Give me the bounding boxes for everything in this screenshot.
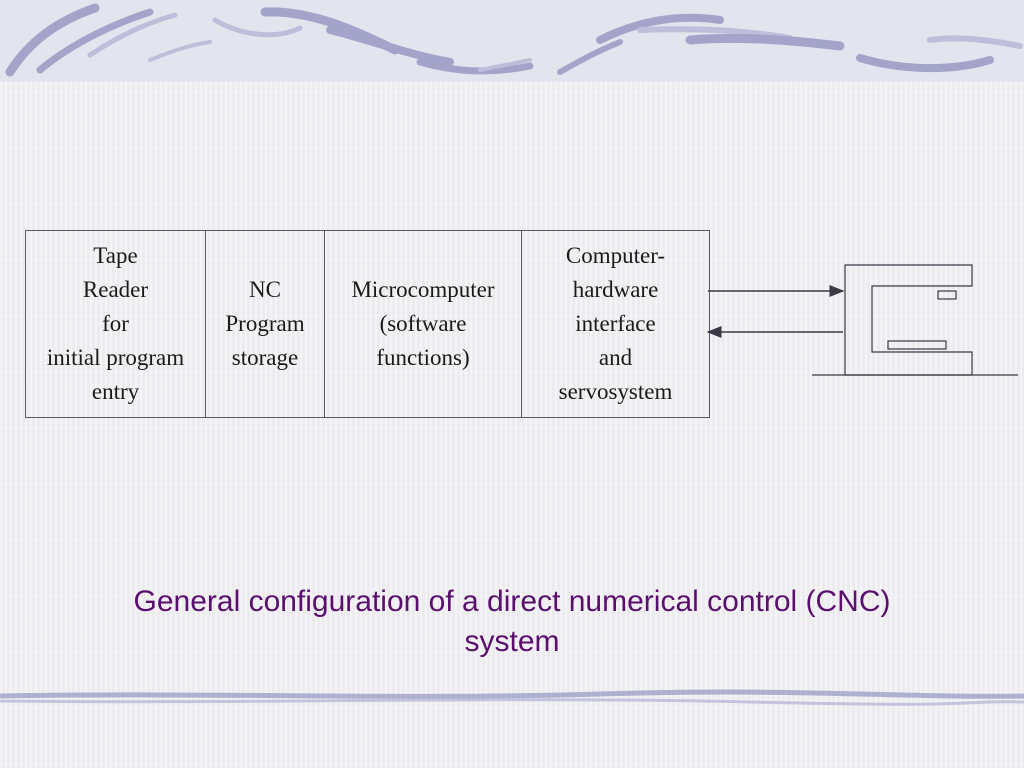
block-line: Computer- <box>565 243 666 268</box>
block-microcomputer: Microcomputer (software functions) <box>325 231 522 417</box>
block-line: hardware <box>572 277 659 302</box>
machine-tool-icon <box>812 264 1018 376</box>
block-line: storage <box>231 345 299 370</box>
block-nc-program-storage: NC Program storage <box>206 231 325 417</box>
decorative-banner <box>0 0 1024 82</box>
block-line: functions) <box>376 345 470 370</box>
caption-line: General configuration of a direct numeri… <box>133 585 891 618</box>
caption-line: system <box>464 625 560 658</box>
block-line: and <box>598 345 633 370</box>
block-line: for <box>102 311 129 336</box>
block-line: Tape <box>93 243 138 268</box>
block-line: initial program <box>46 345 185 370</box>
block-line: Microcomputer <box>351 277 495 302</box>
block-line: NC <box>249 277 281 302</box>
decorative-bottom-strip <box>0 684 1024 714</box>
block-line: servosystem <box>558 379 673 404</box>
block-line: (software <box>379 311 467 336</box>
decorative-bottom-swirl <box>0 689 1024 706</box>
decorative-swirls <box>5 3 1023 77</box>
block-diagram-row: Tape Reader for initial program entry NC… <box>25 230 710 418</box>
block-line: Reader <box>82 277 149 302</box>
block-line: Program <box>225 311 305 336</box>
machine-connection <box>706 264 1018 376</box>
block-tape-reader: Tape Reader for initial program entry <box>26 231 206 417</box>
diagram-caption: General configuration of a direct numeri… <box>40 582 984 662</box>
block-hardware-interface: Computer- hardware interface and servosy… <box>522 231 709 417</box>
block-line: entry <box>91 379 140 404</box>
block-line: interface <box>575 311 656 336</box>
